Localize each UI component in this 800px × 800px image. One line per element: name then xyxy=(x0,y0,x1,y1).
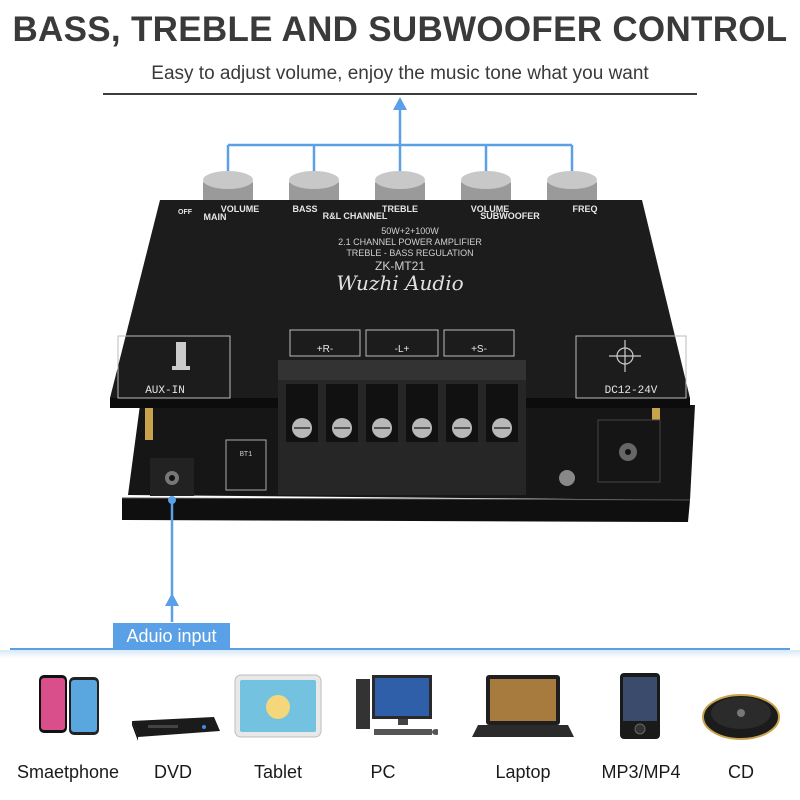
screw-terminal-block xyxy=(278,360,526,495)
channel-label-left: -L+ xyxy=(395,344,410,355)
laptop-icon xyxy=(472,675,574,737)
top-plate xyxy=(110,200,690,398)
title-divider xyxy=(103,93,697,95)
arrow-up-icon xyxy=(393,97,407,110)
model-number: ZK-MT21 xyxy=(375,259,425,273)
amplifier-board-illustration: MAIN VOLUME OFF BASS R&L CHANNEL TREBLE … xyxy=(110,97,695,622)
aux-in-box xyxy=(117,335,231,399)
device-pc: PC xyxy=(328,665,438,795)
knob-label-bass: BASS xyxy=(292,204,317,214)
channel-label-right: +R- xyxy=(317,344,333,355)
aux-in-label: AUX-IN xyxy=(145,385,185,397)
device-tablet: Tablet xyxy=(223,665,333,795)
device-label: CD xyxy=(728,762,754,782)
brand-logo: Wuzhi Audio xyxy=(336,271,463,295)
device-label: DVD xyxy=(153,762,192,782)
pc-icon xyxy=(356,675,438,735)
knob-label-freq: FREQ xyxy=(572,204,597,214)
device-label: Laptop xyxy=(495,762,551,782)
knob-label-main-volume: VOLUME xyxy=(221,204,260,214)
audio-source-band-shadow xyxy=(0,650,800,658)
device-label: Smaetphone xyxy=(16,762,120,782)
page-subtitle: Easy to adjust volume, enjoy the music t… xyxy=(151,63,649,84)
spec-line-2: 2.1 CHANNEL POWER AMPLIFIER xyxy=(338,237,482,247)
bottom-plate xyxy=(122,498,690,522)
channel-label-sub: +S- xyxy=(471,344,487,355)
knob-label-treble: TREBLE xyxy=(382,204,418,214)
device-laptop: Laptop xyxy=(468,665,578,795)
dc-voltage-label: DC12-24V xyxy=(605,385,658,397)
dc-polarity-icon xyxy=(609,340,641,372)
knob-connector-lines xyxy=(226,100,574,178)
power-symbol-icon xyxy=(559,470,575,486)
cd-player-icon xyxy=(702,694,780,740)
device-dvd: DVD xyxy=(118,665,228,795)
audio-input-label: Aduio input xyxy=(113,623,230,649)
device-cd: CD xyxy=(686,665,796,795)
arrow-up-icon xyxy=(165,593,179,606)
knob-label-subwoofer: SUBWOOFER xyxy=(480,211,540,221)
knob-label-rl-channel: R&L CHANNEL xyxy=(323,211,388,221)
spec-line-3: TREBLE - BASS REGULATION xyxy=(346,248,473,258)
knob-label-sub-volume: VOLUME xyxy=(471,204,510,214)
device-label: MP3/MP4 xyxy=(601,762,681,782)
knob-label-main: MAIN xyxy=(204,212,227,222)
terminal-screws xyxy=(286,384,518,442)
device-label: PC xyxy=(370,762,396,782)
bluetooth-label: BT1 xyxy=(240,451,253,459)
spec-line-1: 50W+2+100W xyxy=(381,226,439,236)
audio-source-band xyxy=(10,648,790,650)
device-smartphone: Smaetphone xyxy=(13,665,123,795)
aux-jack-icon xyxy=(172,342,190,370)
knob-label-off: OFF xyxy=(178,209,193,216)
bluetooth-module xyxy=(225,439,267,491)
smartphone-icon xyxy=(39,675,99,735)
device-mp3-mp4: MP3/MP4 xyxy=(586,665,696,795)
dc-in-box xyxy=(575,335,687,399)
device-label: Tablet xyxy=(253,762,303,782)
mp3-player-icon xyxy=(620,673,660,739)
channel-label-boxes xyxy=(289,329,515,357)
tablet-icon xyxy=(234,674,322,738)
page-title: BASS, TREBLE AND SUBWOOFER CONTROL xyxy=(12,10,788,49)
dvd-player-icon xyxy=(132,717,220,741)
